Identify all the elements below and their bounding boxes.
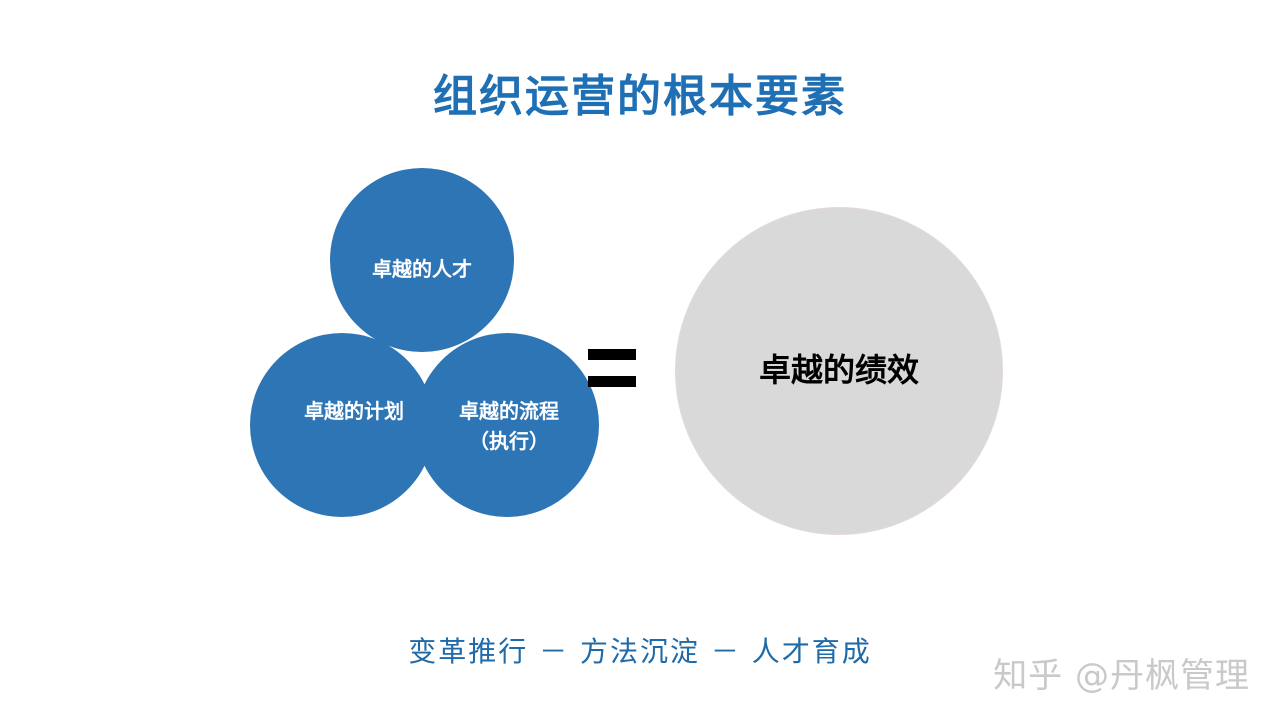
bottom-slogan: 变革推行 － 方法沉淀 － 人才育成 xyxy=(408,635,872,668)
label-process-line1: 卓越的流程 xyxy=(459,399,559,423)
label-talent: 卓越的人才 xyxy=(372,257,472,281)
label-plan: 卓越的计划 xyxy=(304,399,404,423)
equals-bar-bottom xyxy=(588,376,636,387)
triangle-marker-icon xyxy=(418,364,432,375)
label-process-line2: （执行） xyxy=(469,429,549,453)
circle-talent xyxy=(330,168,514,352)
page-title: 组织运营的根本要素 xyxy=(433,71,847,122)
circle-performance xyxy=(675,207,1003,535)
label-performance: 卓越的绩效 xyxy=(758,351,919,389)
watermark: 知乎 @丹枫管理 xyxy=(993,656,1250,696)
circle-plan xyxy=(250,333,434,517)
circle-process xyxy=(415,333,599,517)
equals-bar-top xyxy=(588,349,636,360)
